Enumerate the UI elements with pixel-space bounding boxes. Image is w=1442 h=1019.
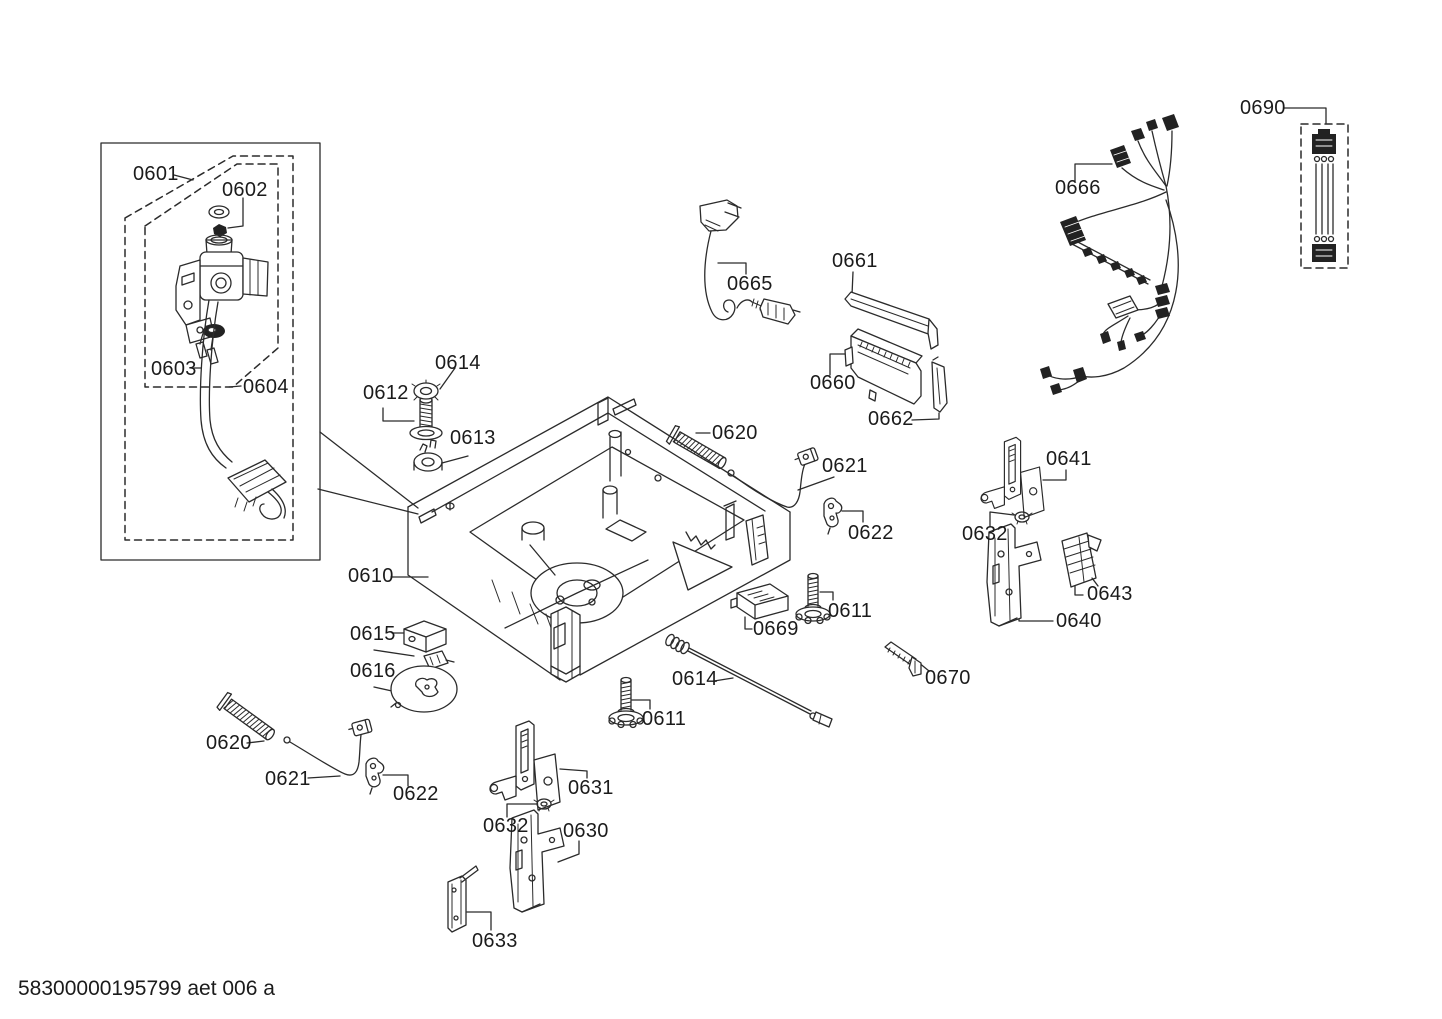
callout-0604: 0604 [243,376,289,398]
part-0622-bracket-right-art [823,497,864,535]
part-0640-bracket-art [986,523,1054,627]
callout-0622-right: 0622 [848,522,894,544]
part-0615-switch-art [373,620,455,670]
callout-0615: 0615 [350,623,396,645]
part-0612-screw-art [382,396,443,441]
part-0641-hinge-art [980,436,1067,518]
callout-0613: 0613 [450,427,496,449]
part-0611-screw-right-art [795,572,834,625]
part-0621-cable-left-art [283,718,373,779]
callout-0633: 0633 [472,930,518,952]
callout-0690: 0690 [1240,97,1286,119]
part-0613-cap-art [413,439,469,472]
document-code: 58300000195799 aet 006 a [18,977,275,1000]
callout-0622-left: 0622 [393,783,439,805]
callout-0640: 0640 [1056,610,1102,632]
callout-0631: 0631 [568,777,614,799]
part-0611-screw-center-art [608,676,651,729]
callout-0620-left: 0620 [206,732,252,754]
callout-0632-right: 0632 [962,523,1008,545]
callout-0660: 0660 [810,372,856,394]
part-0633-bracket-art [447,865,492,933]
inset-leader-lines [317,431,419,515]
callout-0601: 0601 [133,163,179,185]
callout-0612: 0612 [363,382,409,404]
callout-0611-right: 0611 [828,600,873,622]
callout-0620-right: 0620 [712,422,758,444]
callout-0643: 0643 [1087,583,1133,605]
callout-0641: 0641 [1046,448,1092,470]
callout-0662: 0662 [868,408,914,430]
callout-0621-right: 0621 [822,455,868,477]
callout-0614-center: 0614 [672,668,718,690]
callout-0603: 0603 [151,358,197,380]
callout-0666: 0666 [1055,177,1101,199]
part-0610-base-art [390,396,791,683]
part-0614-spindle-art [665,633,833,728]
part-0620-spring-right-art [665,424,731,474]
part-0660-module-art [829,328,923,405]
part-0690-hose-art [1283,107,1349,269]
callout-0632-center: 0632 [483,815,529,837]
callout-0670: 0670 [925,667,971,689]
callout-0611-center: 0611 [642,708,687,730]
part-0631-hinge-art [489,720,588,811]
part-0621-cable-right-art [727,446,835,508]
part-0662-plate-art [911,356,948,421]
part-0614-nut-art [411,367,456,401]
part-0632-nut-right-art [989,511,1033,527]
part-0632-nut-center-art [506,798,555,818]
callout-0669: 0669 [753,618,799,640]
part-0669-connector-art [730,583,789,630]
part-0661-cover-art [844,271,939,350]
callout-0630: 0630 [563,820,609,842]
part-0666-harness-art [1040,114,1179,395]
callout-0665: 0665 [727,273,773,295]
part-0616-disc-art [373,665,458,713]
part-0643-comb-art [1061,532,1102,596]
callout-0661: 0661 [832,250,878,272]
part-0622-bracket-left-art [365,757,409,795]
part-0630-bracket-art [509,809,580,913]
inset-box-art [100,142,321,561]
callout-0614-top: 0614 [435,352,481,374]
part-0665-power-cord-art [699,199,801,325]
callout-0616: 0616 [350,660,396,682]
callout-0621-left: 0621 [265,768,311,790]
callout-0610: 0610 [348,565,394,587]
part-0620-spring-left-art [215,691,280,746]
callout-0602: 0602 [222,179,268,201]
part-0670-rail-art [884,641,930,677]
